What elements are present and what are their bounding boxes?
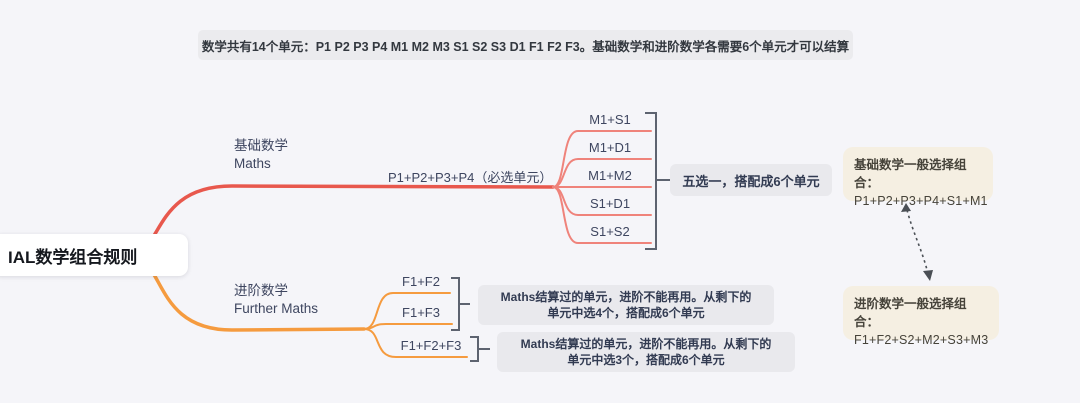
- triple-option-bracket: [470, 336, 490, 362]
- option-node-f1f2f3[interactable]: F1+F2+F3: [400, 338, 462, 353]
- pair-rule-note[interactable]: Maths结算过的单元，进阶不能再用。从剩下的 单元中选4个，搭配成6个单元: [478, 285, 774, 325]
- maths-recommendation-title: 基础数学一般选择组合：: [854, 158, 967, 190]
- five-choose-one-note[interactable]: 五选一，搭配成6个单元: [670, 164, 832, 196]
- option-line-f1f3: [363, 323, 453, 330]
- recommendation-link-arrow: [906, 209, 929, 275]
- pair-rule-note-line2: 单元中选4个，搭配成6个单元: [547, 306, 705, 320]
- option-node-s1d1[interactable]: S1+D1: [589, 196, 631, 211]
- arrowhead-up-icon: [901, 203, 911, 212]
- triple-rule-note-line1: Maths结算过的单元，进阶不能再用。从剩下的: [520, 337, 772, 351]
- maths-recommendation-box[interactable]: 基础数学一般选择组合： P1+P2+P3+P4+S1+M1: [843, 147, 993, 208]
- maths-branch-line: [133, 184, 555, 257]
- maths-branch-title: 基础数学: [234, 138, 288, 153]
- option-line-s1s2: [552, 186, 652, 244]
- further-branch-title: 进阶数学: [234, 283, 288, 298]
- triple-rule-note[interactable]: Maths结算过的单元，进阶不能再用。从剩下的 单元中选3个，搭配成6个单元: [497, 332, 795, 372]
- summary-note[interactable]: 数学共有14个单元：P1 P2 P3 P4 M1 M2 M3 S1 S2 S3 …: [198, 30, 853, 60]
- option-node-m1m2[interactable]: M1+M2: [588, 168, 632, 183]
- root-node[interactable]: IAL数学组合规则: [0, 234, 188, 276]
- pair-rule-note-line1: Maths结算过的单元，进阶不能再用。从剩下的: [500, 290, 752, 304]
- option-node-m1d1[interactable]: M1+D1: [588, 140, 632, 155]
- option-node-s1s2[interactable]: S1+S2: [590, 224, 630, 239]
- option-node-f1f3[interactable]: F1+F3: [402, 305, 440, 320]
- option-node-m1s1[interactable]: M1+S1: [589, 112, 631, 127]
- option-line-f1f2f3: [363, 328, 468, 358]
- further-recommendation-title: 进阶数学一般选择组合：: [854, 297, 967, 329]
- further-recommendation-box[interactable]: 进阶数学一般选择组合： F1+F2+S2+M2+S3+M3: [843, 286, 999, 347]
- option-line-m1s1: [552, 130, 652, 188]
- five-options-bracket: [645, 112, 670, 250]
- maths-branch-node[interactable]: 基础数学 Maths: [234, 137, 288, 173]
- further-branch-node[interactable]: 进阶数学 Further Maths: [234, 282, 318, 318]
- option-node-f1f2[interactable]: F1+F2: [402, 274, 440, 289]
- arrowhead-down-icon: [923, 270, 933, 281]
- further-recommendation-combo: F1+F2+S2+M2+S3+M3: [854, 333, 989, 347]
- further-branch-subtitle: Further Maths: [234, 301, 319, 316]
- triple-rule-note-line2: 单元中选3个，搭配成6个单元: [567, 353, 725, 367]
- required-units-node[interactable]: P1+P2+P3+P4（必选单元）: [388, 170, 553, 185]
- option-line-m1d1: [552, 158, 652, 188]
- maths-branch-subtitle: Maths: [234, 156, 271, 171]
- maths-recommendation-combo: P1+P2+P3+P4+S1+M1: [854, 194, 988, 208]
- pair-options-bracket: [451, 277, 470, 331]
